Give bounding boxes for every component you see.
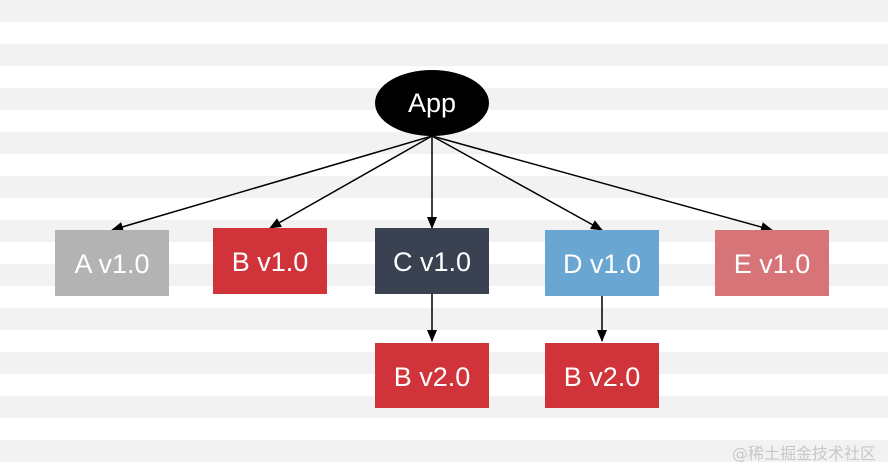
node-a-v1-box (55, 230, 169, 296)
node-b-v2-under-c-label: B v2.0 (394, 362, 471, 392)
node-app-label: App (408, 88, 456, 118)
node-app-shape (375, 70, 489, 136)
node-a-v1: A v1.0 (55, 230, 169, 296)
edge-app-to-a-v1 (111, 135, 433, 232)
node-b-v2-under-c-box (375, 343, 489, 408)
node-e-v1-label: E v1.0 (734, 249, 811, 279)
node-d-v1: D v1.0 (545, 230, 659, 296)
node-a-v1-label: A v1.0 (74, 249, 149, 279)
watermark-text: @稀土掘金技术社区 (731, 444, 876, 463)
node-c-v1: C v1.0 (375, 228, 489, 294)
node-c-v1-box (375, 228, 489, 294)
node-c-v1-label: C v1.0 (393, 247, 471, 277)
edge-app-to-b-v1 (269, 135, 433, 229)
node-b-v2-under-d-box (545, 343, 659, 408)
node-b-v2-under-c: B v2.0 (375, 343, 489, 408)
node-e-v1: E v1.0 (715, 230, 829, 296)
node-b-v2-under-d-label: B v2.0 (564, 362, 641, 392)
node-b-v1-label: B v1.0 (232, 247, 309, 277)
node-d-v1-label: D v1.0 (563, 249, 641, 279)
edge-app-to-d-v1 (431, 135, 603, 231)
node-b-v2-under-d: B v2.0 (545, 343, 659, 408)
edge-app-to-e-v1 (431, 135, 773, 232)
node-b-v1: B v1.0 (213, 228, 327, 294)
node-e-v1-box (715, 230, 829, 296)
node-b-v1-box (213, 228, 327, 294)
node-d-v1-box (545, 230, 659, 296)
node-app: App (375, 70, 489, 136)
